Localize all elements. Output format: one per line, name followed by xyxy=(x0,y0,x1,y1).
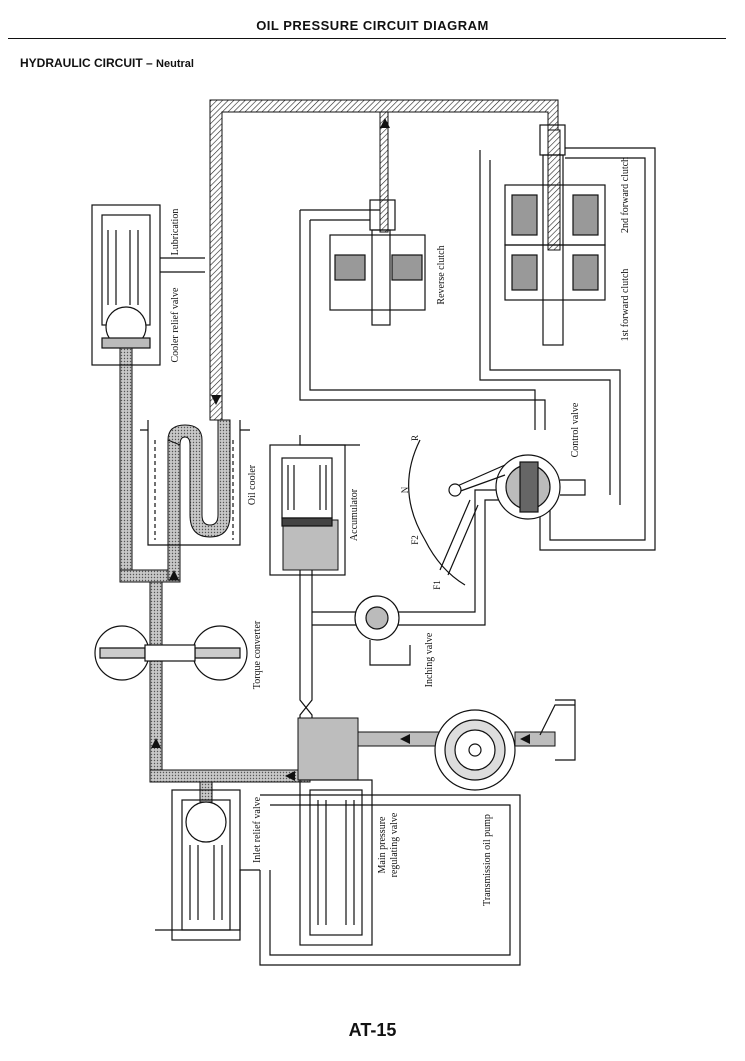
main-pressure-regulating-valve xyxy=(299,779,373,946)
control-valve xyxy=(408,439,586,586)
lubrication-line xyxy=(209,99,561,421)
label-inching-valve: Inching valve xyxy=(424,632,435,687)
label-cooler-relief-valve: Cooler relief valve xyxy=(170,287,181,363)
converter-circuit-line xyxy=(119,344,311,803)
label-inlet-relief-valve: Inlet relief valve xyxy=(252,796,263,863)
label-reverse-clutch: Reverse clutch xyxy=(436,245,447,304)
lever-position-f2: F2 xyxy=(410,535,420,545)
label-second-forward-clutch: 2nd forward clutch xyxy=(620,157,631,233)
accumulator xyxy=(269,444,346,576)
return-lines xyxy=(155,147,656,966)
lever-position-n: N xyxy=(400,486,410,493)
label-first-forward-clutch: 1st forward clutch xyxy=(620,269,631,342)
flow-arrows xyxy=(151,118,530,781)
forward-clutches xyxy=(504,124,606,346)
subtitle-dash: – xyxy=(146,56,153,70)
inching-valve xyxy=(354,595,411,666)
cooler-relief-valve xyxy=(91,204,161,366)
label-main-pressure-2: regulating valve xyxy=(389,812,400,877)
transmission-oil-pump xyxy=(434,699,576,791)
subtitle-text: HYDRAULIC CIRCUIT xyxy=(20,56,143,70)
label-transmission-oil-pump: Transmission oil pump xyxy=(482,814,493,906)
lever-position-r: R xyxy=(410,435,420,441)
label-accumulator: Accumulator xyxy=(349,488,360,541)
label-control-valve: Control valve xyxy=(570,402,581,457)
inlet-relief-valve xyxy=(171,789,241,941)
label-lubrication: Lubrication xyxy=(170,209,181,256)
torque-converter xyxy=(94,625,248,681)
subtitle-mode: Neutral xyxy=(156,58,194,70)
label-main-pressure-1: Main pressure xyxy=(377,816,388,873)
reverse-clutch xyxy=(329,199,426,326)
lever-position-f1: F1 xyxy=(432,580,442,590)
section-subtitle: HYDRAULIC CIRCUIT – Neutral xyxy=(20,56,194,70)
oil-cooler xyxy=(140,420,250,546)
page-number: AT-15 xyxy=(348,1020,397,1040)
title-rule xyxy=(8,38,726,39)
label-torque-converter: Torque converter xyxy=(252,620,263,689)
label-oil-cooler: Oil cooler xyxy=(247,464,258,505)
page-title: OIL PRESSURE CIRCUIT DIAGRAM xyxy=(256,18,489,33)
